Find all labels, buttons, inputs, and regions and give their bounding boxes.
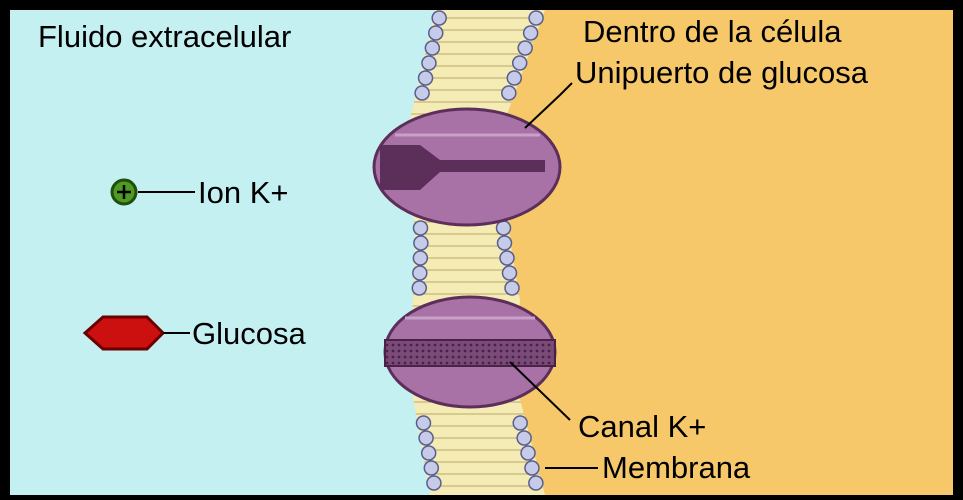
lipid-head [517,431,531,445]
lipid-head [425,41,439,55]
lipid-head [505,281,519,295]
lipid-head [412,281,426,295]
lipid-head [518,41,532,55]
lipid-head [521,446,535,460]
lipid-head [529,476,543,490]
lipid-head [413,266,427,280]
lipid-head [419,71,433,85]
lipid-head [498,236,512,250]
lipid-head [503,266,517,280]
lipid-head [429,26,443,40]
glucose-uniport-protein [374,109,560,225]
lipid-head [415,86,429,100]
glucose-label: Glucosa [192,316,306,351]
k-channel-protein [385,297,555,407]
lipid-head [427,476,441,490]
lipid-head [413,251,427,265]
lipid-head [422,446,436,460]
membrane-label: Membrana [602,450,751,485]
lipid-head [502,86,516,100]
lipid-head [513,56,527,70]
lipid-head [422,56,436,70]
k-channel-label: Canal K+ [578,409,706,444]
glucose-uniport-label: Unipuerto de glucosa [575,55,869,90]
intracellular-label: Dentro de la célula [583,14,842,49]
lipid-head [500,251,514,265]
glucose-icon [85,317,163,349]
lipid-head [513,416,527,430]
extracellular-region [10,10,440,495]
k-ion-icon [112,180,136,204]
k-ion-label: Ion K+ [198,175,289,210]
lipid-head [414,221,428,235]
lipid-head [507,71,521,85]
lipid-head [529,11,543,25]
lipid-head [416,416,430,430]
lipid-head [524,26,538,40]
lipid-head [414,236,428,250]
lipid-head [424,461,438,475]
lipid-head [419,431,433,445]
lipid-head [525,461,539,475]
extracellular-label: Fluido extracelular [38,19,291,54]
lipid-head [432,11,446,25]
